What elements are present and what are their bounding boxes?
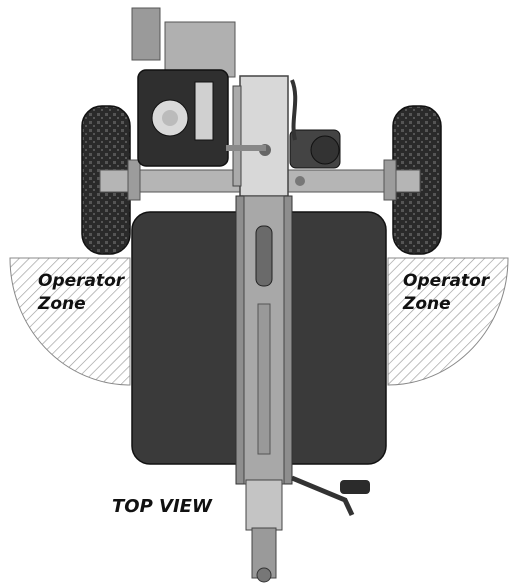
right-zone-label-line2: Zone	[402, 294, 451, 314]
tow-tongue	[245, 475, 370, 583]
operator-zone-right	[387, 257, 509, 386]
right-zone-label: Operator Zone	[402, 271, 491, 314]
left-zone-label-line1: Operator	[38, 271, 126, 291]
main-beam	[235, 195, 293, 485]
right-zone-label-line1: Operator	[403, 271, 491, 291]
hydraulic-pump	[289, 79, 341, 169]
engine	[131, 7, 236, 167]
left-zone-label: Operator Zone	[37, 271, 126, 314]
left-zone-label-line2: Zone	[37, 294, 86, 314]
operator-zone-left	[9, 257, 131, 386]
view-label: TOP VIEW	[112, 496, 213, 517]
control-valve-tower	[226, 75, 289, 197]
